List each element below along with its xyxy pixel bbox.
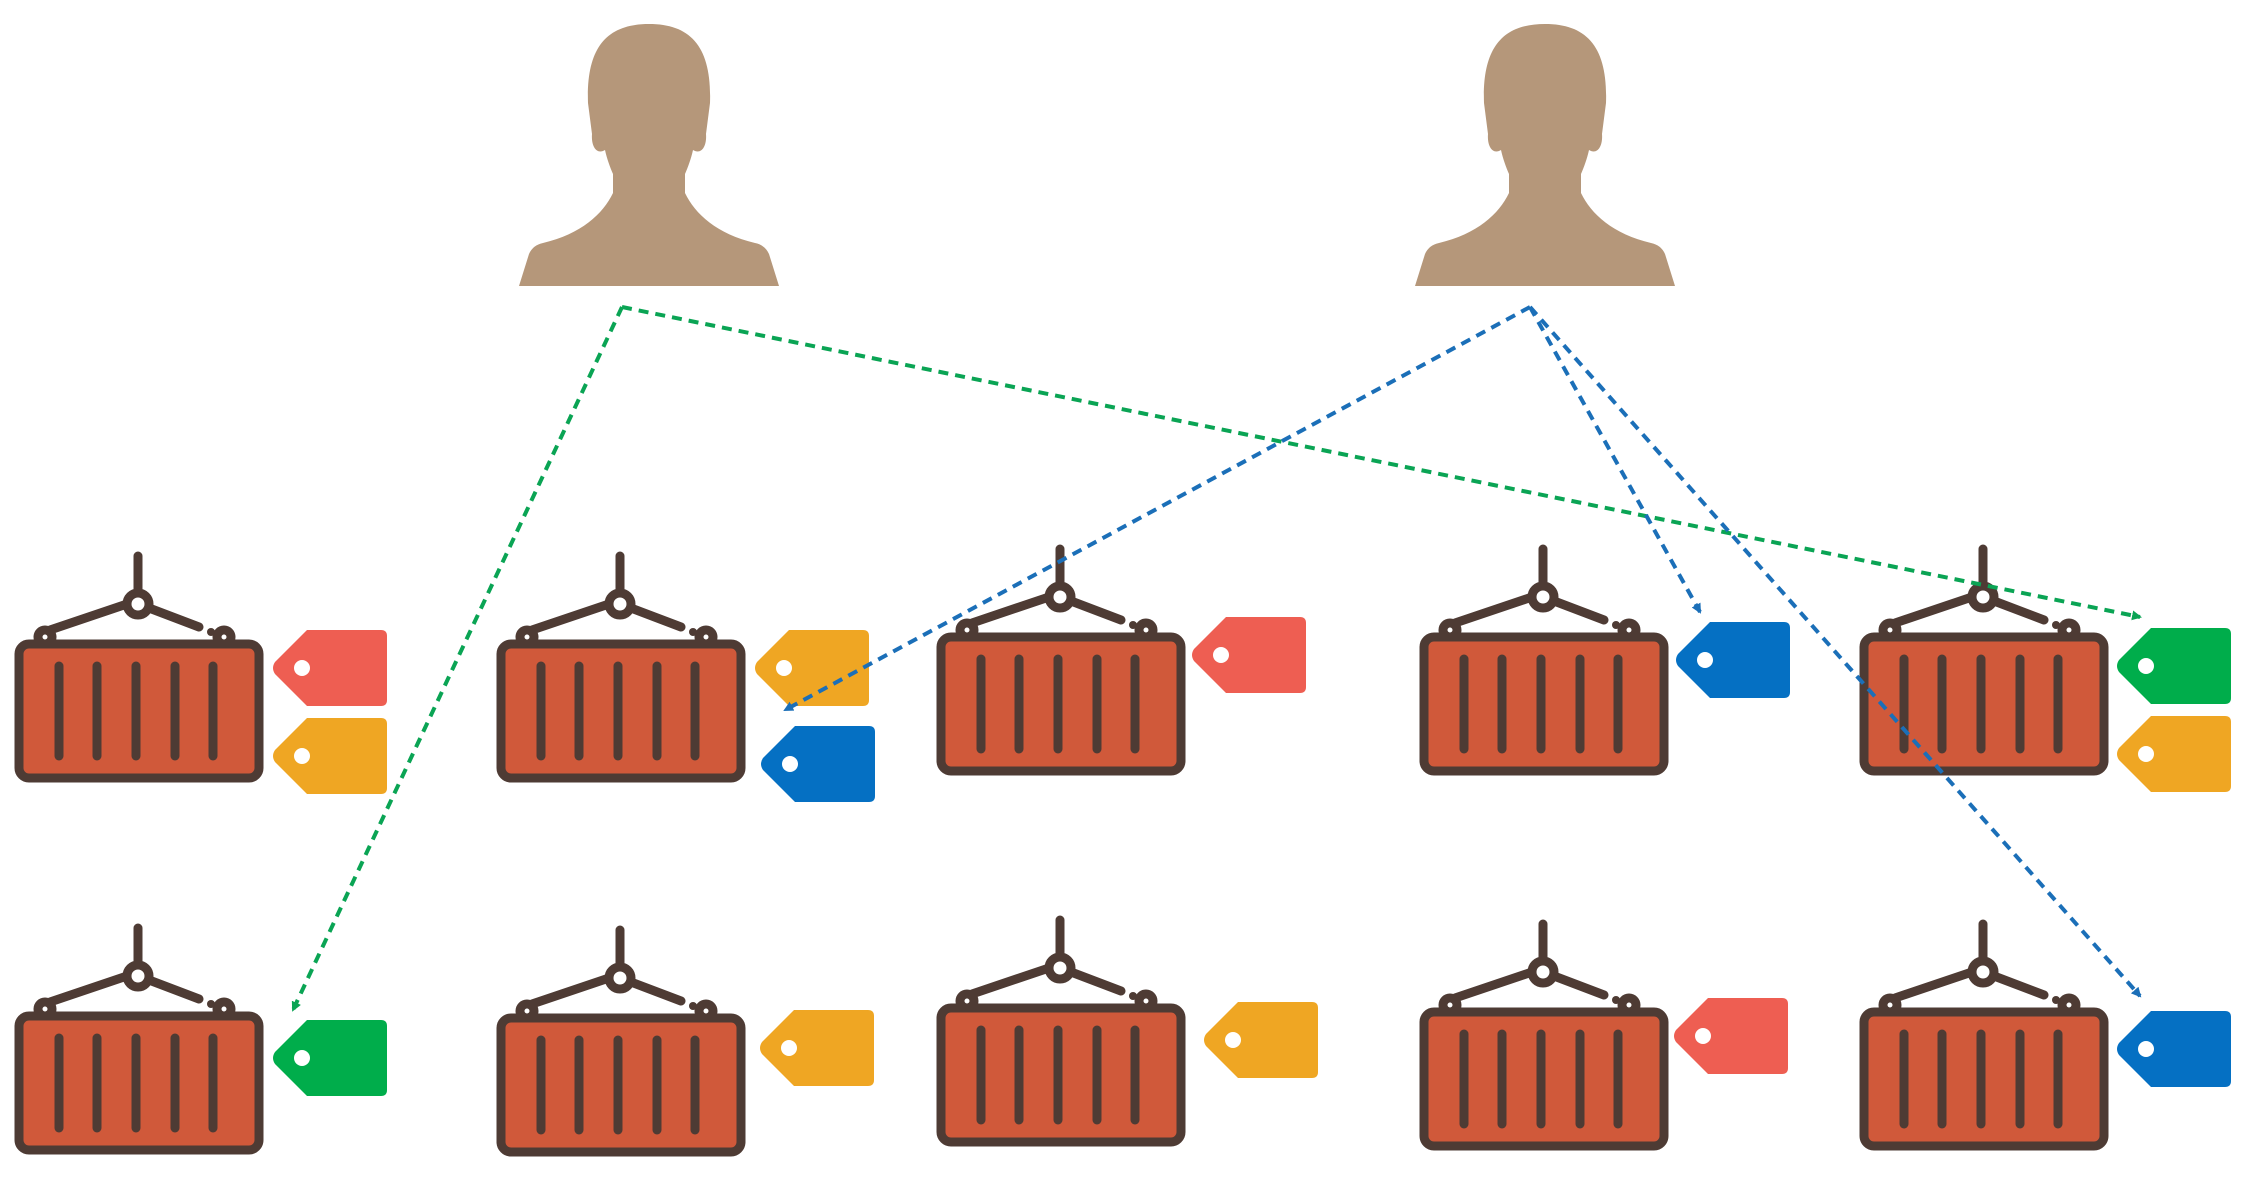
container-group [19, 928, 387, 1150]
container-group [501, 930, 874, 1152]
link-arrow [1528, 305, 2142, 998]
tag-green-icon [2117, 628, 2231, 704]
link-arrow [783, 305, 1531, 712]
container-crane-icon [1424, 549, 1664, 771]
container-group [501, 556, 875, 802]
container-crane-icon [941, 920, 1181, 1142]
container-crane-icon [501, 556, 741, 778]
link-arrow [1528, 306, 1702, 614]
tag-red-icon [1192, 617, 1306, 693]
persons [519, 24, 1675, 286]
tag-yellow-icon [2117, 716, 2231, 792]
tag-red-icon [1674, 998, 1788, 1074]
container-group [1864, 924, 2231, 1146]
person-silhouette-icon [519, 24, 779, 286]
container-group [941, 549, 1306, 771]
container-crane-icon [941, 549, 1181, 771]
tag-green-icon [273, 1020, 387, 1096]
link-arrow [621, 305, 2142, 621]
container-group [1864, 549, 2231, 792]
tag-blue-icon [1676, 622, 1790, 698]
container-crane-icon [1864, 924, 2104, 1146]
tag-yellow-icon [273, 718, 387, 794]
tag-yellow-icon [760, 1010, 874, 1086]
tag-red-icon [273, 630, 387, 706]
links [291, 305, 2142, 1012]
container-crane-icon [1864, 549, 2104, 771]
tag-blue-icon [2117, 1011, 2231, 1087]
container-group [941, 920, 1318, 1142]
tag-yellow-icon [755, 630, 869, 706]
container-crane-icon [501, 930, 741, 1152]
link-arrow [291, 306, 624, 1012]
container-group [19, 556, 387, 794]
tag-yellow-icon [1204, 1002, 1318, 1078]
container-crane-icon [1424, 924, 1664, 1146]
person-silhouette-icon [1415, 24, 1675, 286]
containers [19, 549, 2231, 1152]
container-group [1424, 924, 1788, 1146]
container-crane-icon [19, 556, 259, 778]
container-crane-icon [19, 928, 259, 1150]
container-group [1424, 549, 1790, 771]
tag-blue-icon [761, 726, 875, 802]
